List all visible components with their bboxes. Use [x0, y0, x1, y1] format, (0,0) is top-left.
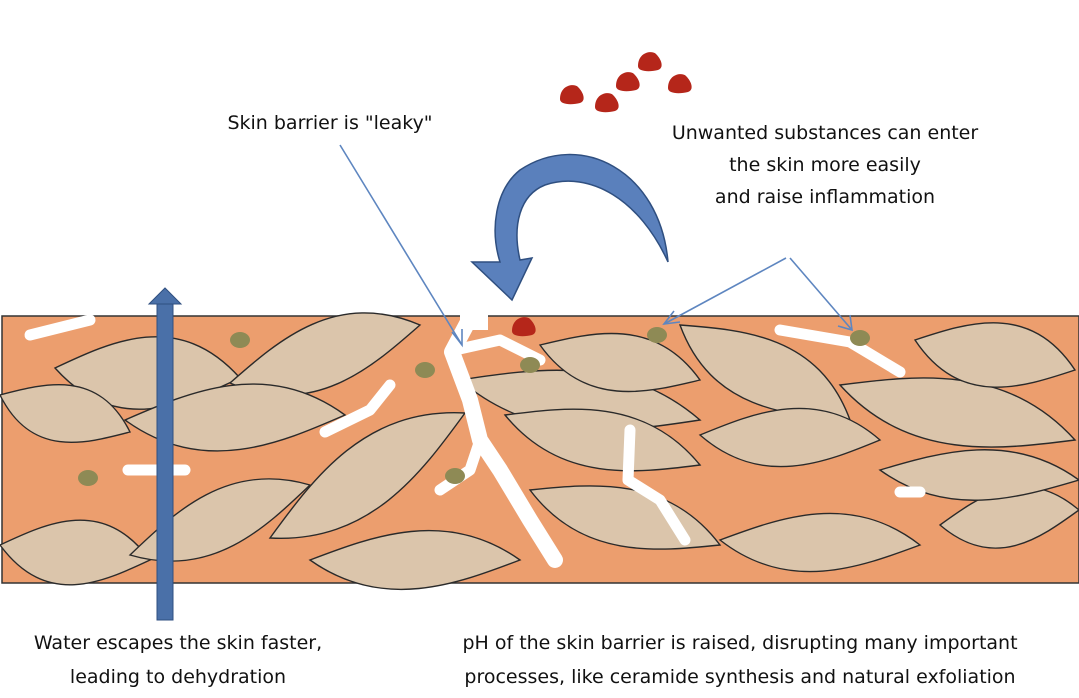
- irritant-particle: [445, 468, 465, 484]
- label-line: Unwanted substances can enter: [671, 122, 979, 144]
- allergen-particle: [638, 52, 662, 72]
- irritant-particle: [850, 330, 870, 346]
- label-line: processes, like ceramide synthesis and n…: [464, 666, 1016, 688]
- irritant-particle: [520, 357, 540, 373]
- label-unwanted-substances: Unwanted substances can enter the skin m…: [620, 117, 1030, 213]
- skin-cell: [503, 408, 702, 472]
- cracked-surface-gap: [460, 310, 488, 330]
- skin-cell: [128, 478, 312, 562]
- allergen-particle: [560, 85, 584, 105]
- skin-cell: [913, 322, 1077, 388]
- barrier-crack: [774, 324, 906, 378]
- label-water-loss: Water escapes the skin faster, leading t…: [0, 626, 356, 694]
- irritant-particle: [230, 332, 250, 348]
- allergen-particle: [512, 317, 536, 337]
- barrier-crack: [434, 434, 486, 496]
- skin-cell: [538, 332, 702, 393]
- skin-cell: [308, 529, 522, 591]
- label-line: the skin more easily: [729, 154, 921, 176]
- irritant-particle: [647, 327, 667, 343]
- skin-cell: [0, 384, 132, 443]
- skin-cell: [718, 512, 922, 573]
- allergen-particle: [668, 74, 692, 94]
- label-line: and raise inflammation: [714, 186, 936, 208]
- curved-entry-arrow: [470, 153, 669, 302]
- label-line: leading to dehydration: [69, 666, 287, 688]
- skin-cell: [528, 485, 722, 550]
- water-escape-arrow: [147, 287, 183, 621]
- irritant-particle: [415, 362, 435, 378]
- label-line: Water escapes the skin faster,: [33, 632, 323, 654]
- label-leaky-barrier: Skin barrier is "leaky": [227, 112, 433, 134]
- skin-cell: [838, 377, 1077, 448]
- label-line: pH of the skin barrier is raised, disrup…: [462, 632, 1018, 654]
- allergen-particle: [595, 93, 619, 113]
- pointer-lines: [339, 144, 853, 348]
- barrier-crack: [449, 334, 546, 366]
- irritant-particle: [78, 470, 98, 486]
- skin-cell: [123, 383, 347, 452]
- allergen-particle: [616, 72, 640, 92]
- skin-cell: [268, 412, 467, 539]
- barrier-crack: [319, 379, 396, 438]
- barrier-crack: [622, 424, 691, 546]
- skin-cell: [878, 449, 1079, 501]
- barrier-crack: [24, 314, 96, 341]
- skin-cell: [698, 407, 882, 468]
- label-ph-raised: pH of the skin barrier is raised, disrup…: [405, 626, 1075, 694]
